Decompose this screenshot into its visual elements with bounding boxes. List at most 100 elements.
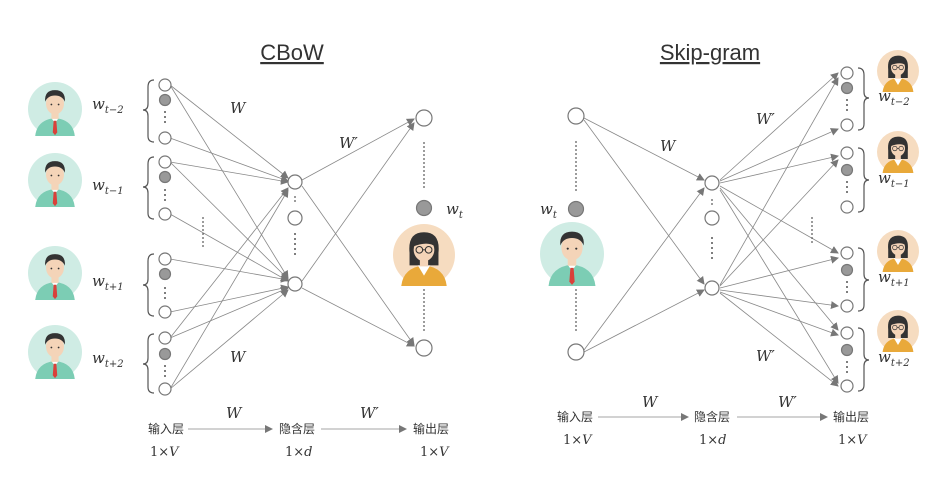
cbow-title: CBoW bbox=[260, 40, 324, 65]
output-node-active bbox=[840, 81, 854, 95]
input-node bbox=[158, 207, 172, 221]
output-ellipsis-top bbox=[423, 142, 425, 188]
female-avatar-icon bbox=[392, 224, 456, 286]
input-node bbox=[567, 107, 585, 125]
input-node bbox=[567, 343, 585, 361]
input-word-label: wt bbox=[540, 200, 558, 221]
male-avatar-icon bbox=[28, 82, 82, 136]
hidden-layer-label: 隐含层 bbox=[279, 421, 315, 436]
female-avatar-icon bbox=[877, 230, 919, 272]
hidden-node bbox=[704, 175, 720, 191]
cbow-input-edges bbox=[169, 84, 289, 390]
cbow-panel: CBoW bbox=[28, 40, 464, 460]
output-node-target bbox=[415, 199, 433, 217]
input-node bbox=[158, 78, 172, 92]
skipgram-hidden-layer bbox=[704, 175, 720, 296]
input-node bbox=[158, 252, 172, 266]
flow-weight-w: W bbox=[642, 393, 659, 411]
input-node bbox=[158, 382, 172, 396]
input-node bbox=[158, 131, 172, 145]
context-word-label: wt−2 bbox=[92, 95, 124, 116]
male-avatar-icon bbox=[28, 325, 82, 379]
input-node bbox=[158, 155, 172, 169]
output-node bbox=[840, 299, 854, 313]
output-node-active bbox=[840, 163, 854, 177]
hidden-node bbox=[287, 174, 303, 190]
input-node-active bbox=[158, 170, 172, 184]
flow-weight-w-prime: W′ bbox=[360, 404, 379, 422]
output-node bbox=[840, 146, 854, 160]
output-dim: 1×V bbox=[420, 445, 450, 460]
cbow-input-layer bbox=[158, 78, 204, 396]
context-word-label: wt−1 bbox=[92, 176, 124, 197]
target-word-label: wt bbox=[446, 200, 464, 221]
output-dim: 1×V bbox=[838, 433, 868, 448]
output-ellipsis-bottom bbox=[423, 289, 425, 331]
cbow-braces bbox=[142, 79, 155, 394]
skipgram-flow-row: 输入层 W 隐含层 W′ 输出层 1×V 1×d 1×V bbox=[557, 393, 869, 448]
input-layer-label: 输入层 bbox=[557, 409, 593, 424]
output-node bbox=[840, 66, 854, 80]
weight-w-top: W bbox=[230, 99, 247, 117]
flow-weight-w: W bbox=[226, 404, 243, 422]
input-dim: 1×V bbox=[150, 445, 180, 460]
skipgram-output-edges bbox=[719, 72, 839, 387]
hidden-layer-label: 隐含层 bbox=[694, 409, 730, 424]
output-node-active bbox=[840, 343, 854, 357]
input-node bbox=[158, 331, 172, 345]
cbow-flow-row: 输入层 W 隐含层 W′ 输出层 1×V 1×d 1×V bbox=[148, 404, 450, 460]
context-word-label: wt+1 bbox=[878, 268, 910, 289]
weight-w-bottom: W bbox=[230, 348, 247, 366]
input-ellipsis-top bbox=[575, 141, 577, 191]
flow-weight-w-prime: W′ bbox=[778, 393, 797, 411]
input-vertical-ellipsis bbox=[202, 217, 204, 247]
skipgram-panel: Skip-gram bbox=[540, 40, 919, 448]
cbow-output-edges bbox=[301, 118, 415, 347]
output-node bbox=[840, 379, 854, 393]
input-dim: 1×V bbox=[563, 433, 593, 448]
skipgram-input-layer bbox=[567, 107, 585, 361]
output-node bbox=[415, 339, 433, 357]
weight-w: W bbox=[660, 137, 677, 155]
hidden-node bbox=[287, 210, 303, 226]
skipgram-title: Skip-gram bbox=[660, 40, 760, 65]
skipgram-output-layer bbox=[811, 66, 854, 393]
input-node-active bbox=[158, 93, 172, 107]
weight-w-prime: W′ bbox=[339, 134, 358, 152]
output-node bbox=[840, 246, 854, 260]
female-avatar-icon bbox=[877, 310, 919, 352]
cbow-output-layer bbox=[415, 109, 433, 357]
output-layer-label: 输出层 bbox=[413, 421, 449, 436]
output-vertical-ellipsis bbox=[811, 217, 813, 243]
hidden-node bbox=[287, 276, 303, 292]
female-avatar-icon bbox=[877, 131, 919, 173]
skipgram-braces bbox=[857, 67, 870, 392]
context-word-label: wt+2 bbox=[92, 349, 124, 370]
context-word-label: wt+2 bbox=[878, 348, 910, 369]
male-avatar-icon bbox=[540, 222, 604, 286]
output-node bbox=[840, 326, 854, 340]
female-avatar-icon bbox=[877, 50, 919, 92]
output-node-active bbox=[840, 263, 854, 277]
cbow-hidden-layer bbox=[287, 174, 303, 292]
input-ellipsis-bottom bbox=[575, 289, 577, 331]
input-node-active bbox=[158, 267, 172, 281]
output-layer-label: 输出层 bbox=[833, 409, 869, 424]
output-node bbox=[415, 109, 433, 127]
hidden-dim: 1×d bbox=[699, 433, 727, 448]
skipgram-input-edges bbox=[583, 117, 705, 353]
male-avatar-icon bbox=[28, 246, 82, 300]
weight-w-prime-bottom: W′ bbox=[756, 347, 775, 365]
input-layer-label: 输入层 bbox=[148, 421, 184, 436]
output-node bbox=[840, 118, 854, 132]
input-node-active bbox=[158, 347, 172, 361]
weight-w-prime-top: W′ bbox=[756, 110, 775, 128]
male-avatar-icon bbox=[28, 153, 82, 207]
hidden-node bbox=[704, 210, 720, 226]
input-node-active bbox=[567, 200, 585, 218]
input-node bbox=[158, 305, 172, 319]
context-word-label: wt+1 bbox=[92, 272, 124, 293]
output-node bbox=[840, 200, 854, 214]
hidden-dim: 1×d bbox=[285, 445, 313, 460]
